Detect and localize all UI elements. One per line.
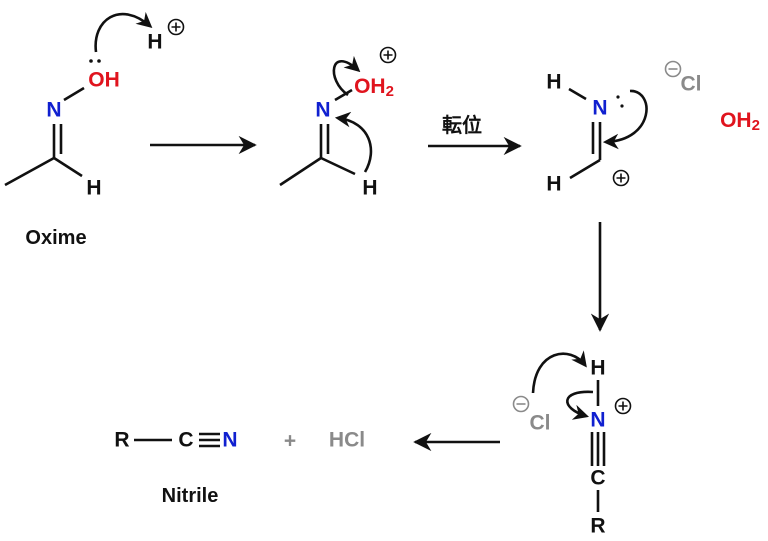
n-h-bond xyxy=(568,87,587,101)
curved-arrow-icon xyxy=(334,111,373,173)
atom-n: N xyxy=(46,99,61,122)
atom-c: C xyxy=(590,467,605,490)
c-h-bond xyxy=(53,156,83,178)
curved-arrow-icon xyxy=(566,390,594,420)
curved-arrow-icon xyxy=(94,11,153,53)
lone-pair-dot xyxy=(620,104,624,108)
nitrile-product: R C N Nitrile xyxy=(114,429,237,508)
atom-n: N xyxy=(592,97,607,120)
atom-r: R xyxy=(114,429,129,452)
oh-text: OH xyxy=(720,109,752,132)
atom-n: N xyxy=(315,99,330,122)
atom-h: H xyxy=(86,177,101,200)
oh-text: OH xyxy=(354,75,386,98)
oxime-label: Oxime xyxy=(25,227,86,249)
lone-pair-dot xyxy=(89,59,93,63)
plus-charge-icon xyxy=(167,18,185,36)
atom-n: N xyxy=(222,429,237,452)
methyl-bond xyxy=(279,156,322,187)
atom-h: H xyxy=(546,173,561,196)
protonated-oxime: N OH2 H xyxy=(279,46,397,200)
nitrile-label: Nitrile xyxy=(162,485,219,507)
rearrangement-label: 転位 xyxy=(442,113,482,137)
proton-h: H xyxy=(147,31,162,54)
plus-charge-icon xyxy=(612,169,630,187)
plus-charge-icon xyxy=(614,397,632,415)
atom-n: N xyxy=(590,409,605,432)
curved-arrow-icon xyxy=(332,55,361,97)
atom-c: C xyxy=(178,429,193,452)
lone-pair-dot xyxy=(97,59,101,63)
methyl-bond xyxy=(4,156,55,187)
oxime-molecule: N OH H H Oxime xyxy=(4,11,185,249)
atom-r: R xyxy=(590,515,605,538)
curved-arrow-icon xyxy=(531,350,587,394)
atom-h: H xyxy=(590,357,605,380)
curved-arrow-icon xyxy=(602,89,648,150)
atom-h: H xyxy=(546,71,561,94)
c-h-bond xyxy=(320,156,356,176)
c-h-bond xyxy=(569,158,601,180)
atom-oh: OH xyxy=(88,69,120,92)
lone-pair-dot xyxy=(616,95,620,99)
plus-charge-icon xyxy=(379,46,397,64)
hcl-product: HCl xyxy=(329,429,365,452)
plus-sign: + xyxy=(284,430,296,453)
atom-oh2: OH2 xyxy=(354,75,394,100)
water: OH2 xyxy=(720,109,760,134)
chloride: Cl xyxy=(530,412,551,435)
nitrilium-deprotonation: H N C R Cl xyxy=(512,350,632,538)
subscript: 2 xyxy=(752,117,760,134)
chloride: Cl xyxy=(681,73,702,96)
minus-charge-icon xyxy=(512,395,530,413)
n-o-bond xyxy=(334,88,353,102)
nitrilium-intermediate: H N H Cl OH2 xyxy=(546,60,760,196)
minus-charge-icon xyxy=(664,60,682,78)
n-o-bond xyxy=(63,86,85,102)
subscript: 2 xyxy=(386,83,394,100)
atom-h: H xyxy=(362,177,377,200)
